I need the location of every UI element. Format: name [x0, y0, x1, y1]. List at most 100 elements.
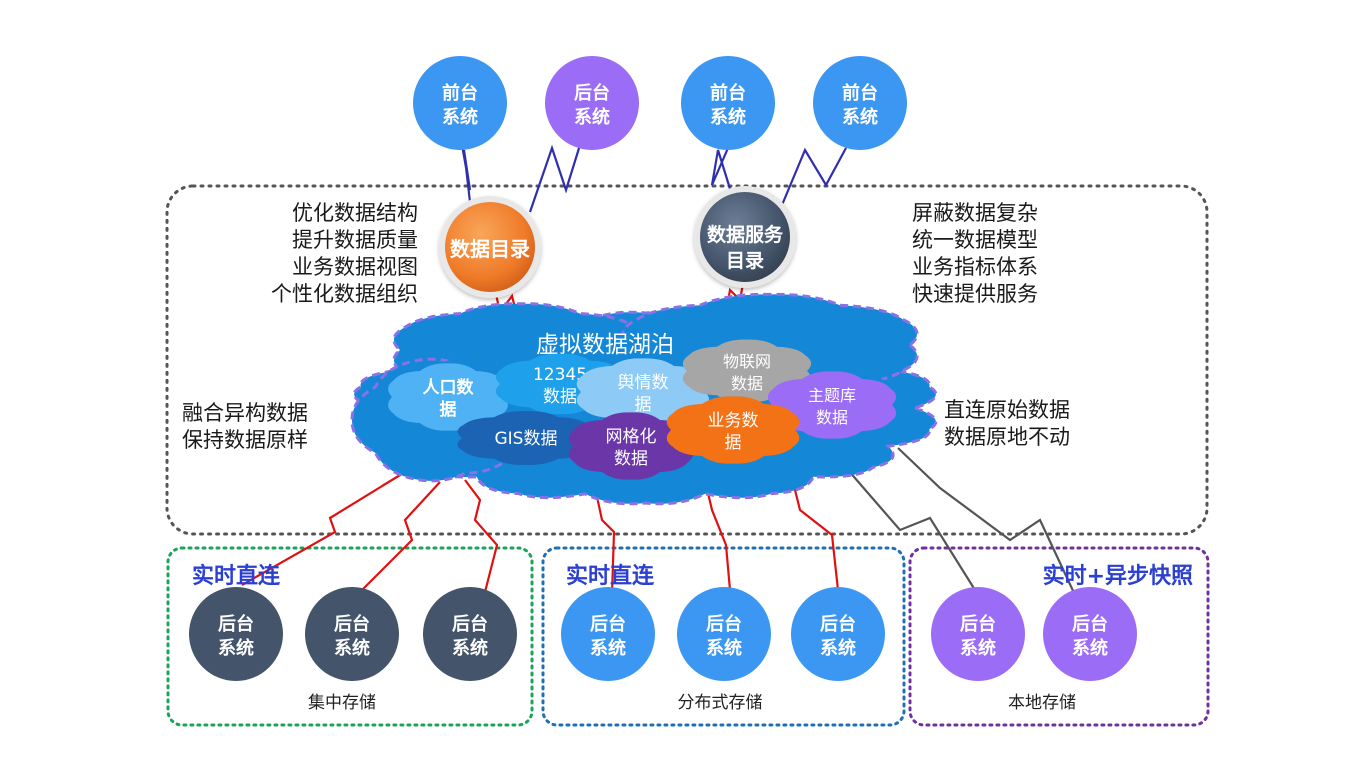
service-catalog-node[interactable]: 数据服务 目录	[694, 186, 796, 288]
cloud-label: 据	[440, 399, 457, 420]
backend-system-label: 后台	[452, 613, 488, 635]
link-top2-catalog	[528, 144, 582, 213]
data-cloud-8[interactable]: 业务数据	[666, 396, 800, 464]
top-system-label: 系统	[710, 106, 746, 128]
cloud-label: 数据	[614, 449, 648, 469]
service-catalog-label-2: 目录	[726, 250, 764, 272]
cloud-label: 12345	[533, 365, 587, 385]
storage-type-label: 本地存储	[1008, 693, 1076, 713]
cloud-label: 人口数	[423, 377, 475, 398]
backend-system-label: 后台	[1072, 613, 1108, 635]
cloud-label: 业务数	[708, 411, 759, 431]
backend-system-label: 系统	[334, 637, 370, 659]
note-line: 提升数据质量	[292, 228, 418, 252]
note-line: 业务数据视图	[292, 255, 418, 279]
group-title: 实时+异步快照	[1043, 563, 1193, 589]
top-system-label: 系统	[574, 106, 610, 128]
cloud-shape	[388, 363, 508, 431]
backend-system-label: 后台	[706, 613, 742, 635]
top-system-label: 后台	[574, 82, 610, 104]
cloud-label: 物联网	[723, 352, 771, 371]
note-line: 优化数据结构	[292, 201, 418, 225]
note-line: 融合异构数据	[182, 401, 308, 425]
cloud-label: 网格化	[606, 427, 657, 447]
note-line: 快速提供服务	[912, 282, 1038, 306]
group-title: 实时直连	[566, 563, 655, 589]
group-box-distributed	[541, 546, 906, 727]
data-catalog-label: 数据目录	[450, 237, 530, 261]
backend-system-label: 后台	[590, 613, 626, 635]
storage-type-label: 集中存储	[308, 693, 376, 713]
backend-system-label: 后台	[820, 613, 856, 635]
note-line: 数据原地不动	[944, 425, 1070, 449]
group-box-local	[908, 546, 1210, 727]
backend-system-label: 系统	[820, 637, 856, 659]
connectors	[241, 144, 1076, 596]
backend-system-label: 系统	[960, 637, 996, 659]
group-title: 实时直连	[192, 563, 281, 589]
backend-system-label: 后台	[960, 613, 996, 635]
link-lake-local-1	[847, 469, 976, 591]
backend-system-label: 后台	[334, 613, 370, 635]
link-lake-dist-1	[594, 491, 616, 595]
note-line: 业务指标体系	[912, 255, 1038, 279]
data-cloud-6[interactable]: GIS数据	[457, 411, 595, 465]
backend-system-label: 系统	[590, 637, 626, 659]
cloud-shape	[568, 412, 694, 480]
storage-type-label: 分布式存储	[678, 693, 763, 713]
cloud-shape	[767, 371, 897, 439]
note-line: 屏蔽数据复杂	[912, 201, 1038, 225]
link-lake-dist-3	[790, 477, 840, 591]
note-line: 统一数据模型	[912, 228, 1038, 252]
link-lake-local-2	[897, 447, 1076, 596]
backend-system-label: 系统	[452, 637, 488, 659]
top-system-label: 前台	[442, 82, 478, 104]
cloud-label: 据	[635, 395, 652, 415]
storage-groups: 实时直连后台系统后台系统后台系统集中存储实时直连后台系统后台系统后台系统分布式存…	[189, 563, 1193, 713]
data-catalog-node[interactable]: 数据目录	[439, 196, 541, 298]
cloud-shape	[457, 411, 595, 465]
backend-system-label: 系统	[706, 637, 742, 659]
link-lake-central-3	[464, 479, 499, 593]
cloud-label: 主题库	[808, 386, 856, 405]
top-system-label: 系统	[442, 106, 478, 128]
top-system-label: 前台	[842, 82, 878, 104]
link-lake-central-2	[361, 481, 441, 591]
cloud-label: 数据	[543, 387, 577, 407]
cloud-label: 据	[725, 433, 742, 453]
backend-system-label: 系统	[218, 637, 254, 659]
cloud-label: 数据	[731, 374, 763, 393]
group-box-centralized	[166, 546, 534, 727]
cloud-label: GIS数据	[495, 429, 558, 449]
top-system-label: 前台	[710, 82, 746, 104]
lake-title: 虚拟数据湖泊	[536, 332, 674, 358]
main-container	[165, 184, 1209, 536]
service-catalog-label-1: 数据服务	[707, 223, 784, 246]
link-top1-catalog	[460, 144, 472, 203]
cloud-shape	[666, 396, 800, 464]
note-line: 个性化数据组织	[271, 282, 418, 306]
